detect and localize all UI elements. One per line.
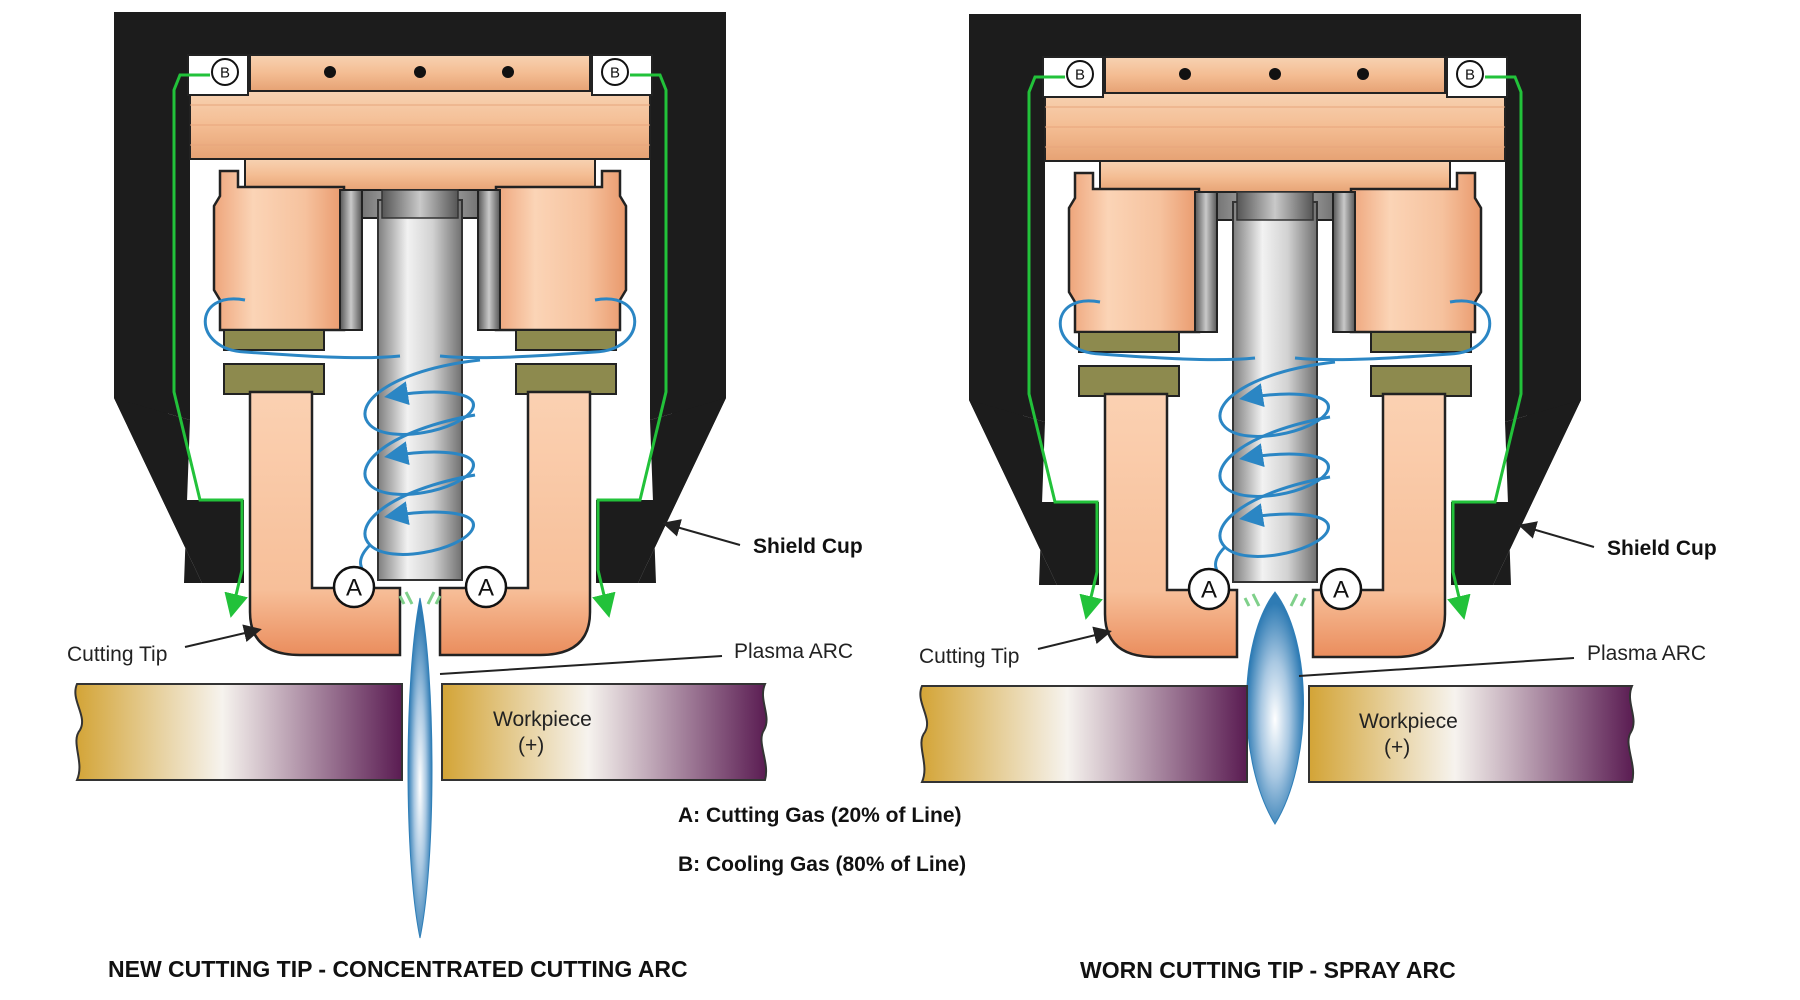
label-plasma-arc-left: Plasma ARC — [734, 640, 853, 663]
workpiece-right-a — [919, 685, 1248, 783]
marker-b-left-worn: B — [1075, 67, 1085, 84]
marker-b-right: B — [610, 65, 620, 82]
marker-a-right-worn: A — [1333, 577, 1349, 604]
workpiece-left-b — [441, 683, 768, 781]
label-workpiece-left: Workpiece — [493, 708, 592, 731]
label-plasma-arc-right: Plasma ARC — [1587, 642, 1706, 665]
workpiece-left-a — [74, 683, 403, 781]
label-workpiece-right: Workpiece — [1359, 710, 1458, 733]
legend-cutting-gas: A: Cutting Gas (20% of Line) — [678, 804, 962, 827]
caption-worn-tip: WORN CUTTING TIP - SPRAY ARC — [1080, 957, 1456, 983]
label-shield-cup-left: Shield Cup — [753, 535, 863, 558]
workpiece-right-b — [1308, 685, 1635, 783]
marker-a-right: A — [478, 575, 494, 602]
plasma-arc-concentrated — [407, 597, 433, 939]
marker-a-left: A — [346, 575, 362, 602]
workpiece-right-assembly — [919, 685, 1635, 783]
torch-worn-tip: A A B B — [967, 12, 1583, 825]
marker-b-right-worn: B — [1465, 67, 1475, 84]
marker-a-left-worn: A — [1201, 577, 1217, 604]
label-cutting-tip-right: Cutting Tip — [919, 645, 1019, 668]
caption-new-tip: NEW CUTTING TIP - CONCENTRATED CUTTING A… — [108, 956, 688, 982]
legend-cooling-gas: B: Cooling Gas (80% of Line) — [678, 853, 966, 876]
label-shield-cup-right: Shield Cup — [1607, 537, 1717, 560]
cutting-tip-worn — [1103, 392, 1239, 659]
label-workpiece-polarity-left: (+) — [518, 734, 544, 757]
label-workpiece-polarity-right: (+) — [1384, 736, 1410, 759]
label-cutting-tip-left: Cutting Tip — [67, 643, 167, 666]
torch-new-tip: A A B B — [112, 10, 728, 939]
plasma-arc-spray — [1246, 591, 1304, 825]
workpiece-left-assembly — [74, 683, 768, 781]
marker-b-left: B — [220, 65, 230, 82]
